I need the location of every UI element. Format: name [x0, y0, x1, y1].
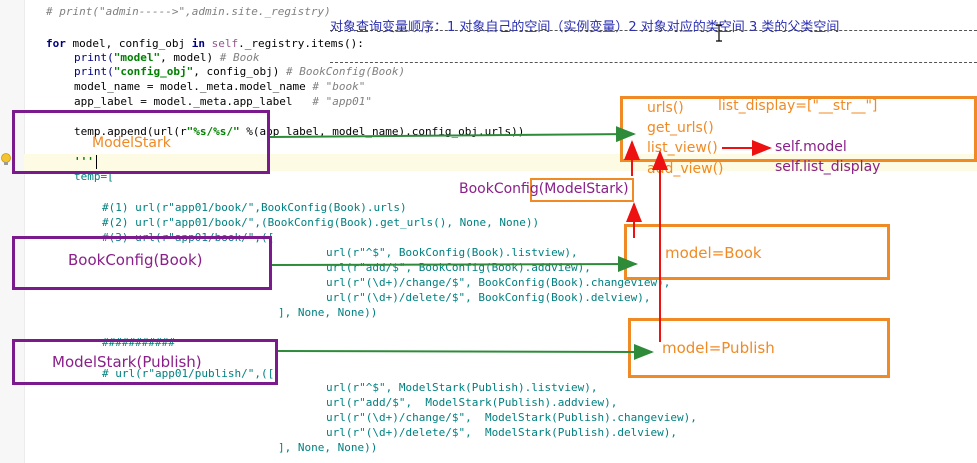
code-text: model, config_obj — [65, 37, 192, 50]
modelstark-label: ModelStark — [92, 135, 171, 151]
model-book-box — [624, 224, 890, 280]
bookconfig-book-box — [12, 236, 272, 290]
bookconfig-book-label: BookConfig(Book) — [68, 251, 203, 269]
code-line-listview: url(r"^$", BookConfig(Book).listview), — [326, 246, 578, 259]
text-caret — [96, 155, 97, 169]
code-line-comment-2: #(2) url(r"app01/book/",(BookConfig(Book… — [102, 216, 540, 229]
model-publish-label: model=Publish — [662, 339, 775, 357]
code-line-close-publish: ], None, None)) — [278, 441, 378, 454]
code-line-app-label: app_label = model._meta.app_label # "app… — [74, 95, 372, 109]
code-line-publish-delview: url(r"(\d+)/delete/$", ModelStark(Publis… — [326, 426, 677, 439]
code-line-publish-url: # url(r"app01/publish/",([ — [102, 367, 275, 380]
bookconfig-modelstark-box — [530, 178, 634, 202]
self-list-display-label: self.list_display — [775, 159, 881, 175]
modelstark-publish-label: ModelStark(Publish) — [52, 353, 202, 371]
code-line-for: for model, config_obj in self._registry.… — [46, 37, 364, 51]
code-line-changeview: url(r"(\d+)/change/$", BookConfig(Book).… — [326, 276, 671, 289]
code-text: print( — [74, 51, 114, 64]
code-comment: # BookConfig(Book) — [285, 65, 406, 78]
keyword-in: in — [191, 37, 205, 50]
code-text: , model) — [160, 51, 220, 64]
code-comment: # "book" — [312, 80, 366, 93]
code-text: model_name = model._meta.model_name — [74, 80, 313, 93]
string-literal: "model" — [113, 51, 161, 64]
current-line-highlight — [24, 154, 977, 171]
code-line-model-name: model_name = model._meta.model_name # "b… — [74, 80, 365, 94]
code-line-close-book: ], None, None)) — [278, 306, 378, 319]
arrow-bookconfig-to-model-book — [271, 256, 638, 273]
code-text: temp.append(url(r — [74, 125, 187, 138]
code-line-comment-1: #(1) url(r"app01/book/",BookConfig(Book)… — [102, 201, 407, 214]
code-line-temp-append: temp.append(url(r"%s/%s/" %(app_label, m… — [74, 125, 524, 139]
lightbulb-icon[interactable] — [0, 152, 12, 168]
self-model-label: self.model — [775, 139, 847, 155]
code-line-publish-changeview: url(r"(\d+)/change/$", ModelStark(Publis… — [326, 411, 697, 424]
code-comment: # Book — [219, 51, 260, 64]
modelstark-box — [12, 110, 270, 174]
code-text: , config_obj) — [193, 65, 286, 78]
keyword-self: self — [204, 37, 239, 50]
bookconfig-modelstark-label: BookConfig(ModelStark) — [459, 181, 629, 197]
code-line-print-config: print("config_obj", config_obj) # BookCo… — [74, 65, 405, 79]
modelstark-publish-box — [12, 339, 278, 385]
arrow-modelstark-publish-to-model-publish — [277, 343, 654, 360]
code-line-comment-print-admin: # print("admin----->",admin.site._regist… — [46, 5, 331, 18]
keyword-for: for — [46, 37, 66, 50]
dashed-divider — [330, 62, 977, 63]
code-line-publish-addview: url(r"add/$", ModelStark(Publish).addvie… — [326, 396, 618, 409]
model-book-label: model=Book — [665, 244, 762, 262]
editor-gutter — [0, 0, 25, 463]
code-text: app_label = model._meta.app_label — [74, 95, 313, 108]
code-text: ._registry.items(): — [238, 37, 364, 50]
arrow-modelstark-to-methods — [269, 126, 636, 143]
code-line-docstring-open: ''' — [74, 155, 94, 168]
method-get-urls: get_urls() — [647, 120, 714, 136]
list-display-label: list_display=["__str__"] — [718, 98, 878, 114]
code-line-print-model: print("model", model) # Book — [74, 51, 259, 65]
string-literal: "config_obj" — [113, 65, 194, 78]
text-cursor-icon — [716, 24, 722, 42]
code-comment: # "app01" — [312, 95, 373, 108]
code-text: print( — [74, 65, 114, 78]
code-line-delview: url(r"(\d+)/delete/$", BookConfig(Book).… — [326, 291, 651, 304]
string-literal: "%s/%s/" — [186, 125, 240, 138]
header-note: 对象查询变量顺序：1 对象自己的空间（实例变量）2 对象对应的类空间 3 类的父… — [330, 20, 840, 35]
model-publish-box — [628, 318, 890, 378]
code-line-publish-listview: url(r"^$", ModelStark(Publish).listview)… — [326, 381, 598, 394]
method-urls: urls() — [647, 100, 684, 116]
dashed-divider — [330, 30, 977, 31]
